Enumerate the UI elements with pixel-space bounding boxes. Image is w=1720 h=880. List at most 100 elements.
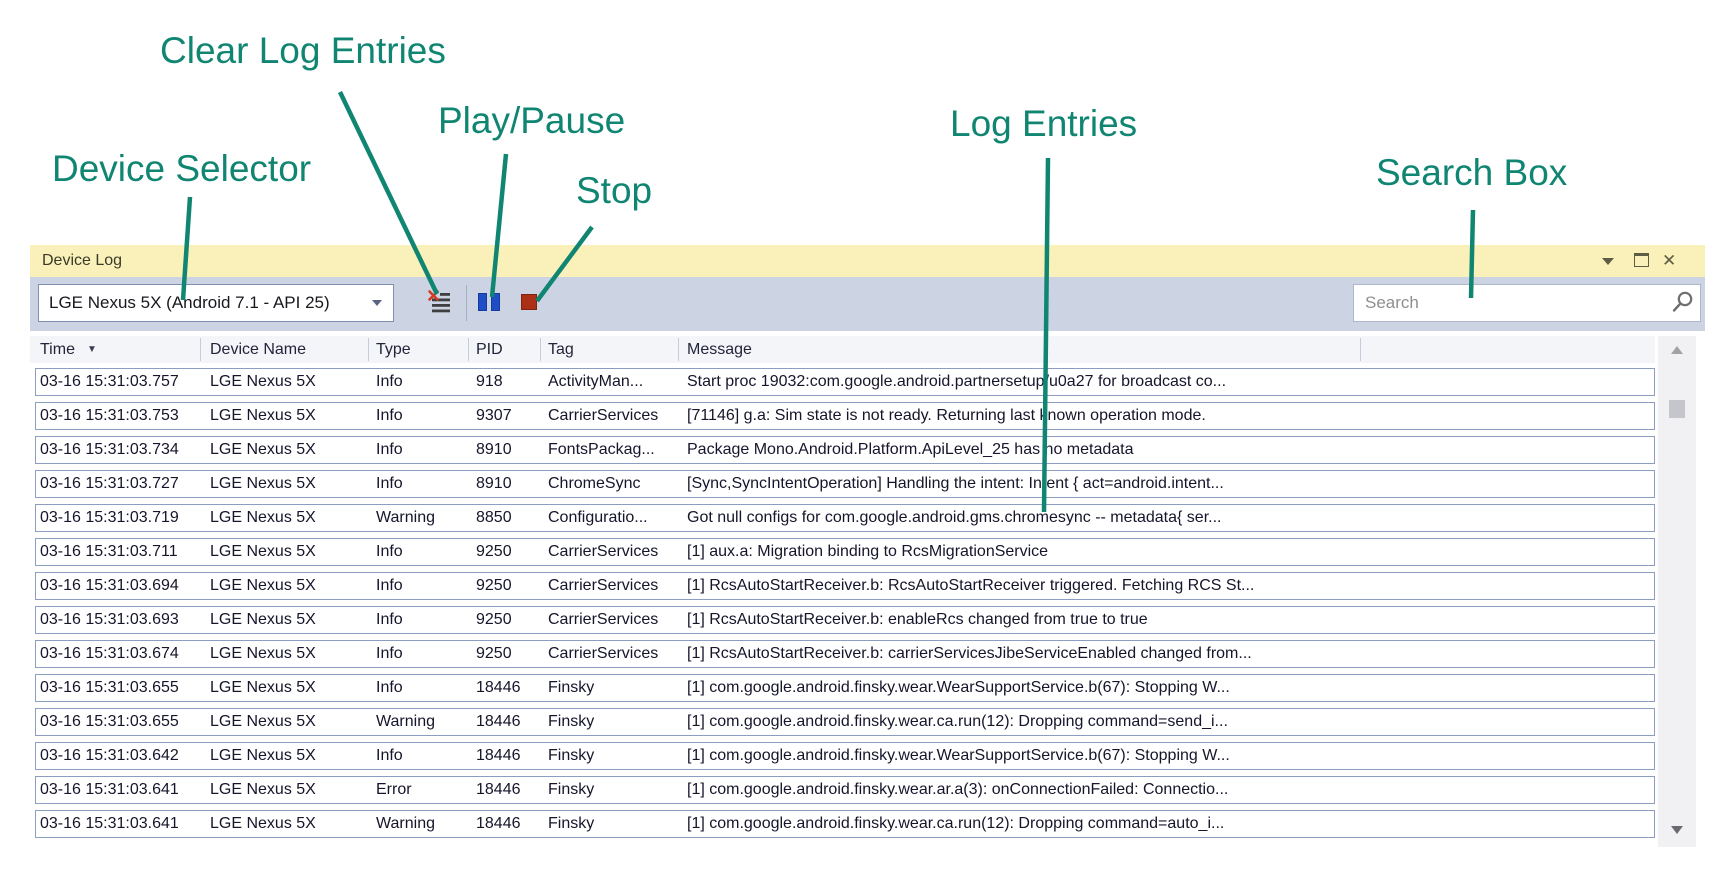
log-type: Warning xyxy=(376,713,435,730)
vertical-scrollbar[interactable] xyxy=(1658,336,1696,847)
close-icon[interactable]: ✕ xyxy=(1662,251,1677,270)
log-row[interactable]: 03-16 15:31:03.642 LGE Nexus 5X Info 184… xyxy=(35,742,1655,770)
log-message: [1] com.google.android.finsky.wear.ar.a(… xyxy=(687,781,1229,798)
log-time: 03-16 15:31:03.719 xyxy=(40,509,179,526)
log-tag: CarrierServices xyxy=(548,611,659,628)
log-device-name: LGE Nexus 5X xyxy=(210,645,316,662)
log-row[interactable]: 03-16 15:31:03.757 LGE Nexus 5X Info 918… xyxy=(35,368,1655,396)
log-tag: Finsky xyxy=(548,781,595,798)
column-separator xyxy=(1360,338,1361,361)
log-device-name: LGE Nexus 5X xyxy=(210,747,316,764)
log-row[interactable]: 03-16 15:31:03.711 LGE Nexus 5X Info 925… xyxy=(35,538,1655,566)
log-time: 03-16 15:31:03.711 xyxy=(40,543,178,560)
log-message: [1] com.google.android.finsky.wear.ca.ru… xyxy=(687,713,1228,730)
log-tag: CarrierServices xyxy=(548,577,659,594)
annotation-log-entries: Log Entries xyxy=(950,103,1138,144)
search-input[interactable] xyxy=(1353,284,1701,322)
chevron-down-icon xyxy=(372,300,382,306)
log-type: Info xyxy=(376,679,403,696)
log-type: Info xyxy=(376,577,403,594)
device-selector-value: LGE Nexus 5X (Android 7.1 - API 25) xyxy=(49,293,330,312)
log-tag: Configuratio... xyxy=(548,509,648,526)
column-header-device-name[interactable]: Device Name xyxy=(210,341,307,358)
log-message: [1] RcsAutoStartReceiver.b: RcsAutoStart… xyxy=(687,577,1255,594)
log-pid: 18446 xyxy=(476,781,521,798)
log-type: Info xyxy=(376,611,403,628)
log-device-name: LGE Nexus 5X xyxy=(210,475,316,492)
log-message: Got null configs for com.google.android.… xyxy=(687,509,1222,526)
log-tag: ActivityMan... xyxy=(548,373,644,390)
log-row[interactable]: 03-16 15:31:03.753 LGE Nexus 5X Info 930… xyxy=(35,402,1655,430)
search-icon[interactable] xyxy=(1669,290,1695,316)
column-header-time-label: Time xyxy=(40,341,75,358)
log-pid: 18446 xyxy=(476,815,521,832)
log-device-name: LGE Nexus 5X xyxy=(210,441,316,458)
log-row[interactable]: 03-16 15:31:03.727 LGE Nexus 5X Info 891… xyxy=(35,470,1655,498)
window-options-chevron-icon[interactable] xyxy=(1602,258,1614,265)
device-selector-combobox[interactable]: LGE Nexus 5X (Android 7.1 - API 25) xyxy=(38,284,394,322)
column-header-pid[interactable]: PID xyxy=(476,341,503,358)
scroll-up-icon[interactable] xyxy=(1671,346,1683,354)
column-separator xyxy=(678,338,679,361)
column-header-time[interactable]: Time▼ xyxy=(40,336,97,363)
column-header-tag[interactable]: Tag xyxy=(548,341,574,358)
log-type: Info xyxy=(376,407,403,424)
log-pid: 8910 xyxy=(476,475,512,492)
log-rows: 03-16 15:31:03.757 LGE Nexus 5X Info 918… xyxy=(35,368,1655,844)
log-device-name: LGE Nexus 5X xyxy=(210,815,316,832)
log-row[interactable]: 03-16 15:31:03.641 LGE Nexus 5X Error 18… xyxy=(35,776,1655,804)
log-type: Info xyxy=(376,543,403,560)
log-row[interactable]: 03-16 15:31:03.641 LGE Nexus 5X Warning … xyxy=(35,810,1655,838)
log-row[interactable]: 03-16 15:31:03.719 LGE Nexus 5X Warning … xyxy=(35,504,1655,532)
log-row[interactable]: 03-16 15:31:03.674 LGE Nexus 5X Info 925… xyxy=(35,640,1655,668)
log-device-name: LGE Nexus 5X xyxy=(210,407,316,424)
log-message: Package Mono.Android.Platform.ApiLevel_2… xyxy=(687,441,1134,458)
clear-log-entries-button[interactable] xyxy=(427,289,453,315)
log-time: 03-16 15:31:03.734 xyxy=(40,441,179,458)
log-row[interactable]: 03-16 15:31:03.655 LGE Nexus 5X Info 184… xyxy=(35,674,1655,702)
device-log-titlebar[interactable] xyxy=(30,245,1705,277)
play-pause-button[interactable] xyxy=(478,293,500,311)
annotation-device-selector: Device Selector xyxy=(52,148,312,189)
log-message: [1] RcsAutoStartReceiver.b: carrierServi… xyxy=(687,645,1252,662)
log-device-name: LGE Nexus 5X xyxy=(210,781,316,798)
scrollbar-thumb[interactable] xyxy=(1669,400,1685,418)
log-tag: FontsPackag... xyxy=(548,441,655,458)
column-header-type[interactable]: Type xyxy=(376,341,411,358)
log-device-name: LGE Nexus 5X xyxy=(210,373,316,390)
log-tag: CarrierServices xyxy=(548,407,659,424)
log-message: [1] com.google.android.finsky.wear.ca.ru… xyxy=(687,815,1225,832)
log-pid: 9250 xyxy=(476,645,512,662)
log-message: Start proc 19032:com.google.android.part… xyxy=(687,373,1227,390)
log-tag: CarrierServices xyxy=(548,543,659,560)
log-pid: 18446 xyxy=(476,747,521,764)
log-row[interactable]: 03-16 15:31:03.734 LGE Nexus 5X Info 891… xyxy=(35,436,1655,464)
toolbar-separator xyxy=(466,285,467,321)
log-row[interactable]: 03-16 15:31:03.694 LGE Nexus 5X Info 925… xyxy=(35,572,1655,600)
stop-button[interactable] xyxy=(521,294,537,310)
log-type: Info xyxy=(376,747,403,764)
maximize-icon[interactable] xyxy=(1634,253,1649,267)
log-tag: CarrierServices xyxy=(548,645,659,662)
log-tag: ChromeSync xyxy=(548,475,641,492)
column-header-message[interactable]: Message xyxy=(687,341,752,358)
log-type: Warning xyxy=(376,509,435,526)
log-message: [1] com.google.android.finsky.wear.WearS… xyxy=(687,747,1230,764)
log-time: 03-16 15:31:03.727 xyxy=(40,475,179,492)
log-message: [Sync,SyncIntentOperation] Handling the … xyxy=(687,475,1224,492)
log-device-name: LGE Nexus 5X xyxy=(210,543,316,560)
log-type: Info xyxy=(376,441,403,458)
log-time: 03-16 15:31:03.642 xyxy=(40,747,179,764)
search-box xyxy=(1353,284,1701,322)
log-row[interactable]: 03-16 15:31:03.655 LGE Nexus 5X Warning … xyxy=(35,708,1655,736)
scroll-down-icon[interactable] xyxy=(1671,826,1683,834)
log-message: [1] RcsAutoStartReceiver.b: enableRcs ch… xyxy=(687,611,1148,628)
log-message: [71146] g.a: Sim state is not ready. Ret… xyxy=(687,407,1206,424)
annotation-stop: Stop xyxy=(576,170,653,211)
log-device-name: LGE Nexus 5X xyxy=(210,713,316,730)
log-row[interactable]: 03-16 15:31:03.693 LGE Nexus 5X Info 925… xyxy=(35,606,1655,634)
log-tag: Finsky xyxy=(548,679,595,696)
log-time: 03-16 15:31:03.757 xyxy=(40,373,179,390)
log-pid: 18446 xyxy=(476,679,521,696)
